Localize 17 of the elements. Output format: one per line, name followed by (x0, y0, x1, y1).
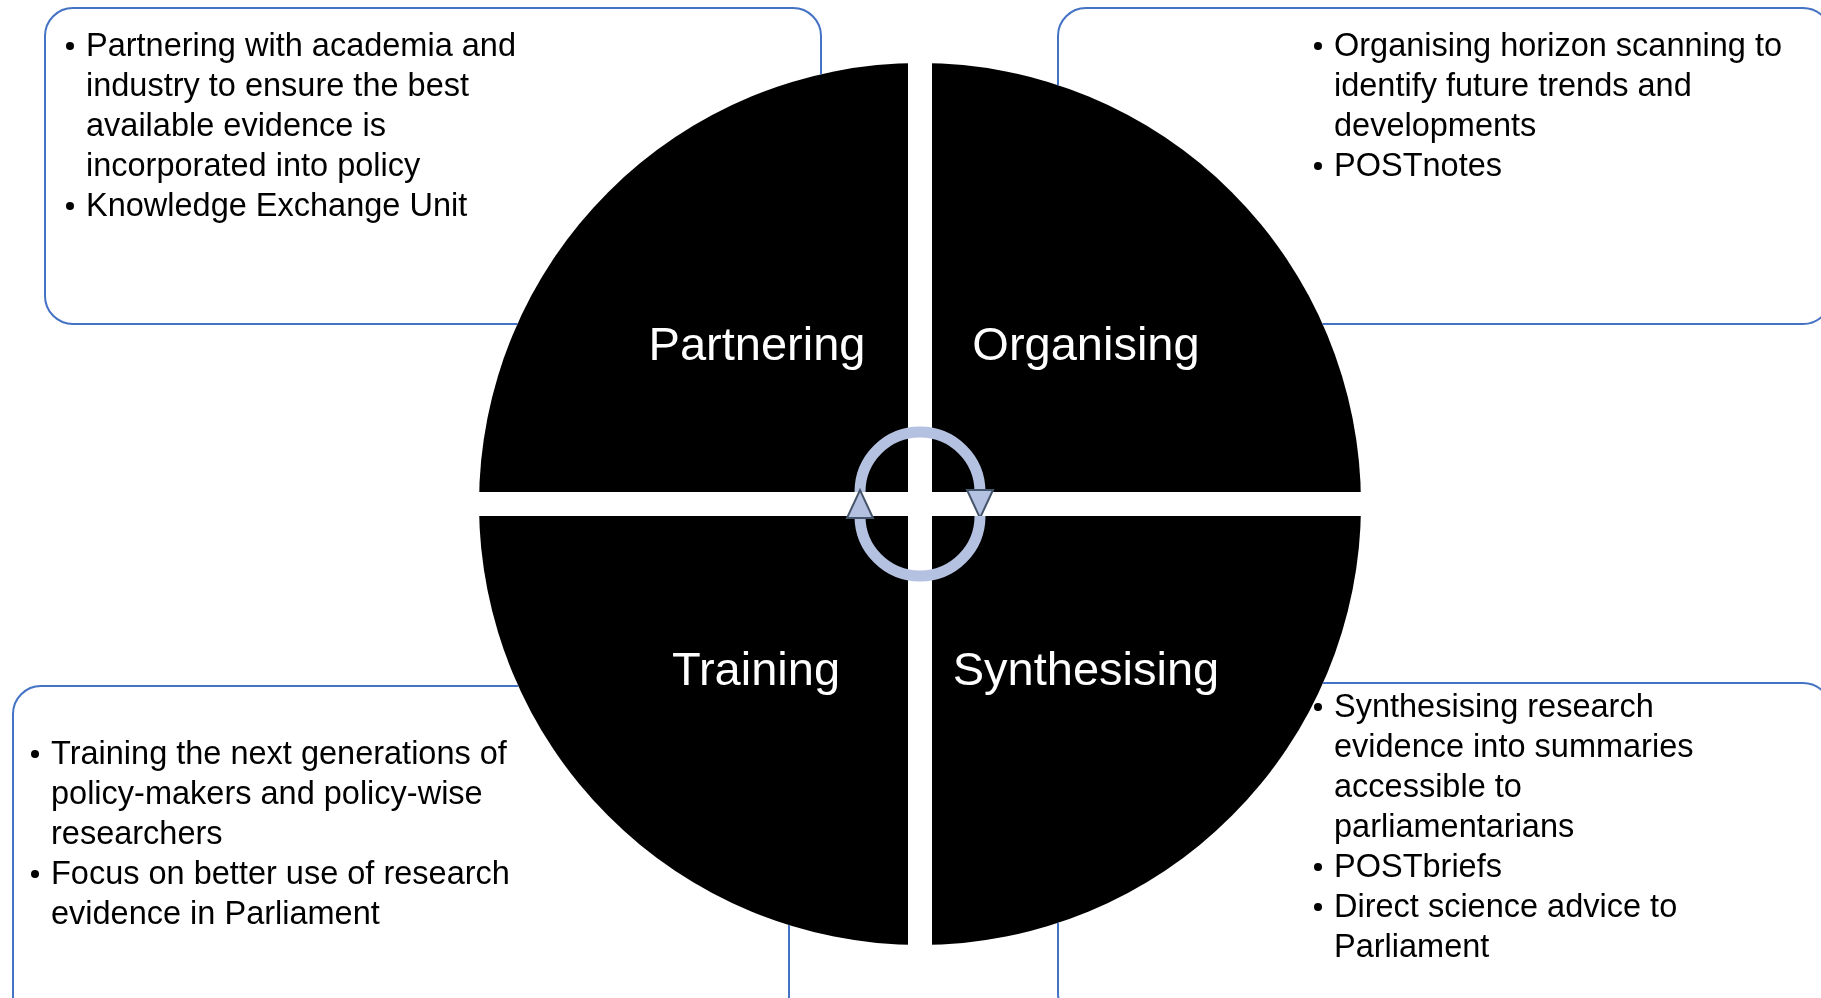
bullet-text: Direct science advice to Parliament (1312, 886, 1742, 966)
curved-arrow (846, 489, 986, 582)
bullet-text: POSTnotes (1312, 145, 1797, 185)
rounded-text-box (44, 7, 822, 325)
rounded-text-box (1057, 7, 1821, 325)
bullet-text: Synthesising research evidence into summaries accessible to parliamentarians (1312, 686, 1742, 846)
curved-arrow (854, 426, 994, 519)
bullet-text: POSTbriefs (1312, 846, 1742, 886)
bullet-text: Partnering with academia and industry to ensure the best available evidence is incorporated into policy (64, 25, 519, 185)
bullet-text: Training the next generations of policy-makers and policy-wise researchers (29, 733, 529, 853)
quadrant-label: Training (671, 640, 841, 696)
bullet-text: Knowledge Exchange Unit (64, 185, 519, 225)
quadrant-label: Partnering (648, 315, 866, 371)
bullet-text: Focus on better use of research evidence in Parliament (29, 853, 529, 933)
bullet-text: Organising horizon scanning to identify future trends and developments (1312, 25, 1797, 145)
quadrant-label: Synthesising (952, 640, 1220, 696)
quadrant-label: Organising (972, 315, 1200, 371)
